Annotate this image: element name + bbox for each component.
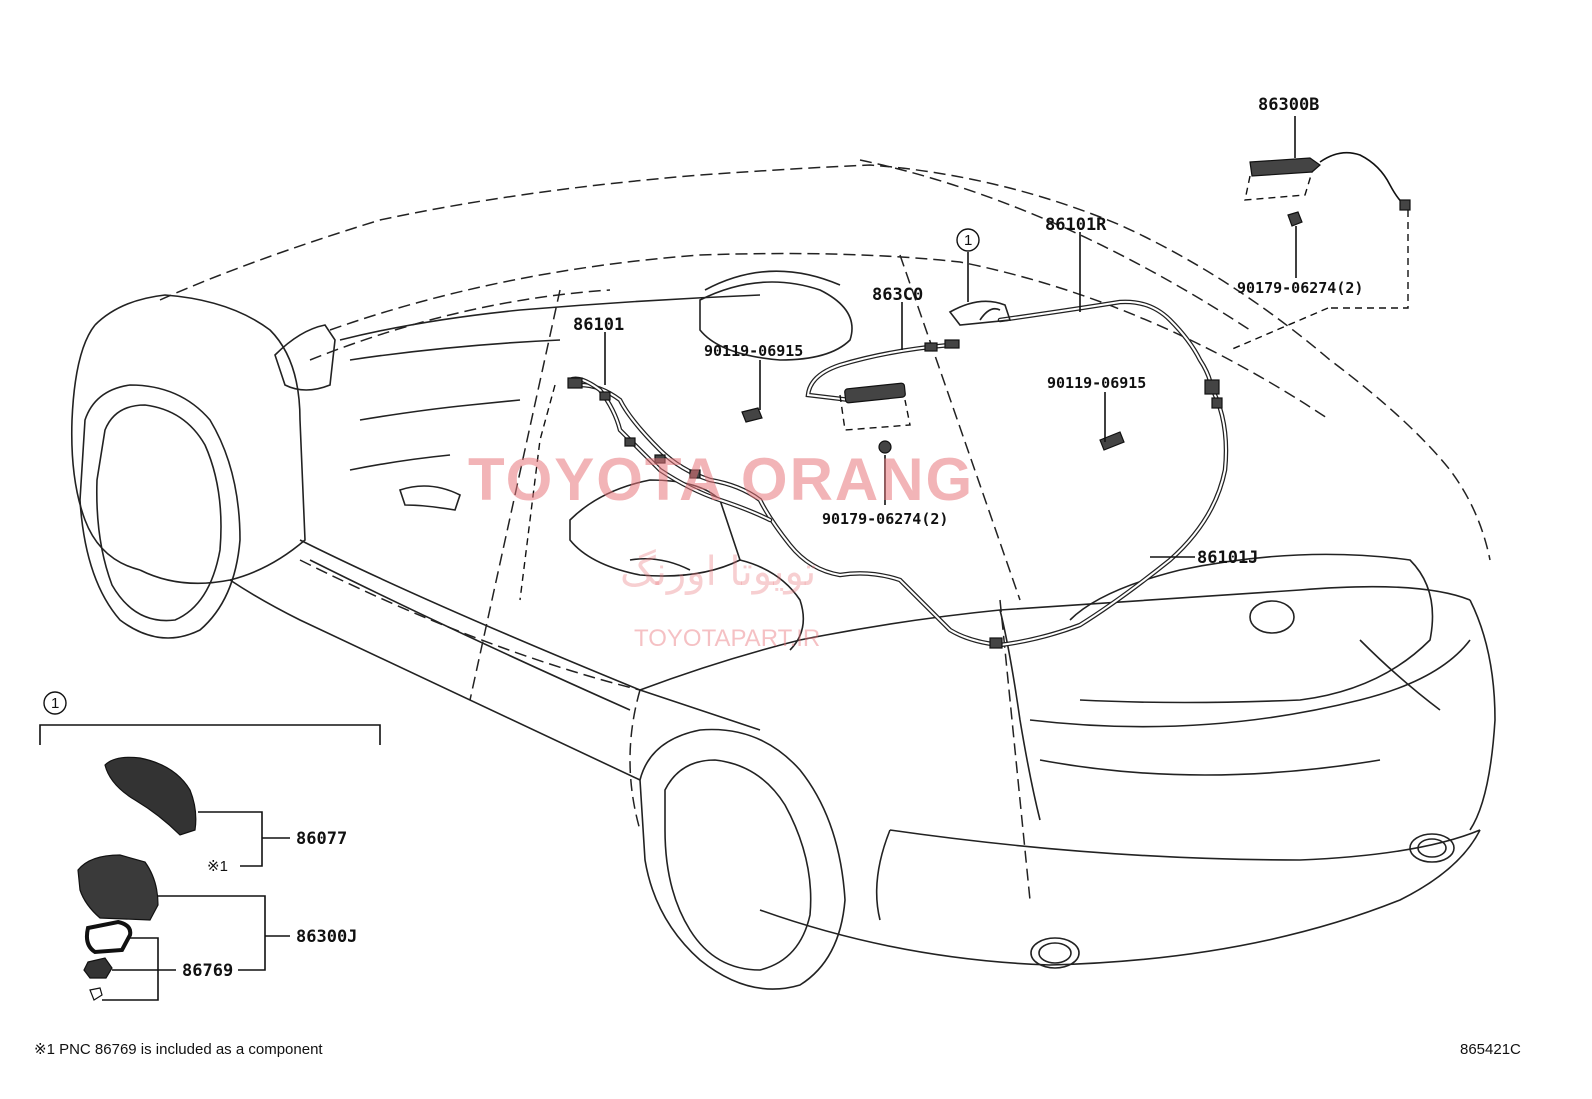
detail-86300B — [1229, 116, 1411, 351]
label-90179-06274-top: 90179-06274(2) — [1237, 279, 1363, 297]
antenna-cord-86101R — [997, 299, 1215, 393]
label-86101R: 86101R — [1045, 215, 1107, 235]
callout-1-text-inset: 1 — [51, 695, 59, 712]
part-labels: 86300B 86101R 863C0 86101 90179-06274(2)… — [573, 95, 1363, 568]
car-body-outline — [70, 159, 1496, 990]
label-86077: 86077 — [296, 829, 347, 849]
amplifier-86300B-on-car — [844, 382, 906, 404]
inset-panel-1: 1 86077 ※1 86300J 86769 — [39, 691, 381, 1001]
leader-lines — [519, 232, 1195, 601]
label-86300B: 86300B — [1258, 95, 1319, 115]
watermark-main: TOYOTA ORANG — [468, 446, 974, 513]
shark-fin-location — [948, 300, 1012, 326]
label-863C0: 863C0 — [872, 285, 923, 305]
label-90119-06915-right: 90119-06915 — [1047, 374, 1146, 392]
label-90119-06915-left: 90119-06915 — [704, 342, 803, 360]
antenna-base-86300J — [77, 854, 159, 921]
callout-circle-1-car: 1 — [956, 228, 980, 252]
shark-fin-cover-86077 — [104, 756, 197, 836]
label-86101J: 86101J — [1197, 548, 1258, 568]
figure-code: 865421C — [1460, 1041, 1521, 1058]
callout-1-text-car: 1 — [964, 232, 972, 249]
antenna-cord-863C0 — [805, 342, 953, 403]
watermark: TOYOTA ORANG تویوتا اورنگ TOYOTAPART.IR — [468, 446, 974, 652]
label-86101: 86101 — [573, 315, 624, 335]
label-star1: ※1 — [207, 858, 228, 875]
watermark-persian: تویوتا اورنگ — [620, 549, 816, 595]
gasket-86769 — [84, 919, 133, 955]
watermark-url: TOYOTAPART.IR — [634, 625, 820, 652]
label-86769: 86769 — [182, 961, 233, 981]
antenna-cord-86101 — [567, 376, 773, 523]
bolt-icon — [89, 987, 103, 1001]
connector-parts — [567, 339, 1223, 649]
footnote: ※1 PNC 86769 is included as a component — [34, 1041, 323, 1058]
label-86300J: 86300J — [296, 927, 357, 947]
label-90179-06274-mid: 90179-06274(2) — [822, 510, 948, 528]
nut-icon — [83, 957, 113, 979]
